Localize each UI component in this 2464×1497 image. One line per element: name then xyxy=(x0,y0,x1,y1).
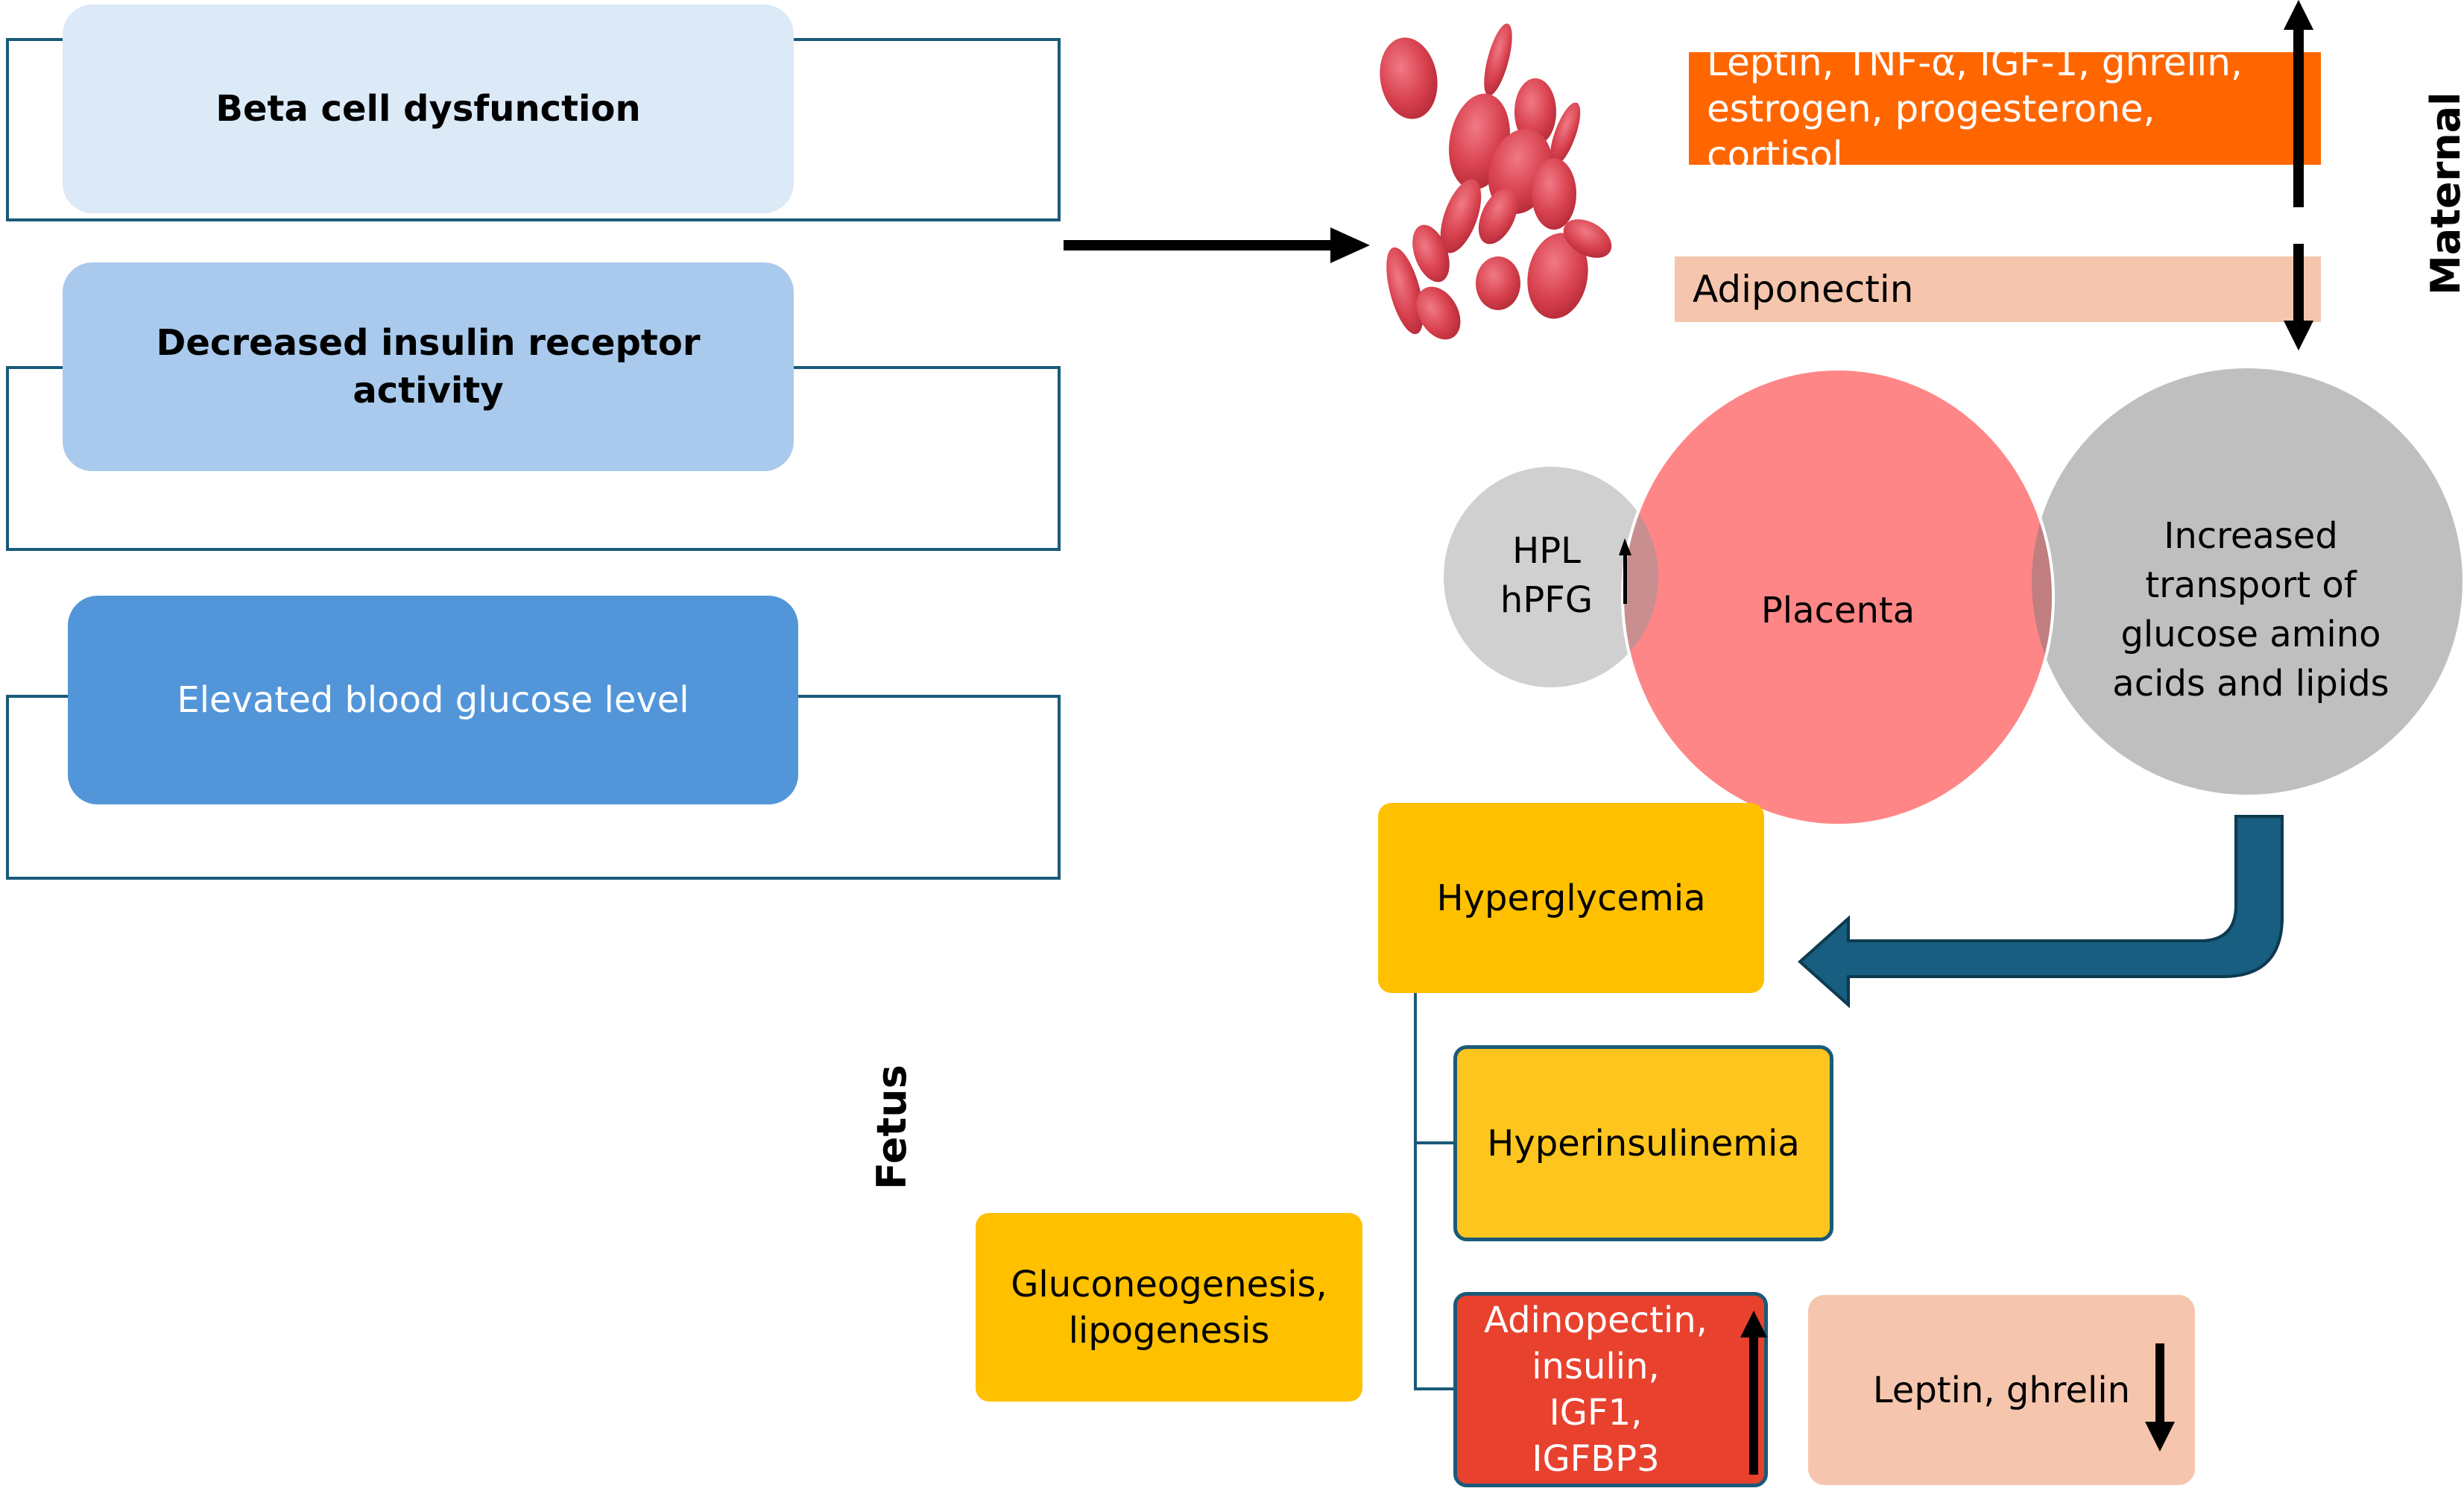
gluconeogenesis-label: Gluconeogenesis, lipogenesis xyxy=(1011,1263,1327,1352)
hpl-increase-arrow xyxy=(1619,538,1631,604)
blood-glucose-box: Elevated blood glucose level xyxy=(68,596,798,804)
fetal-decreased-box: Leptin, ghrelin xyxy=(1808,1295,2195,1485)
placenta-circle xyxy=(1623,369,2053,825)
hormone-circle-text: HPL hPFG xyxy=(1483,526,1610,625)
fetal-increased-box: Adinopectin, insulin, IGF1, IGFBP3 xyxy=(1453,1292,1768,1487)
hormone-circle xyxy=(1444,467,1658,687)
beta-cell-dysfunction-label: Beta cell dysfunction xyxy=(215,88,641,130)
fetal-decreased-label: Leptin, ghrelin xyxy=(1872,1369,2131,1411)
maternal-increased-hormones-box: Leptin, TNF-α, IGF-1, ghrelin, estrogen,… xyxy=(1689,41,2321,177)
arrow-to-blood-cells xyxy=(1064,227,1370,263)
gluconeogenesis-box: Gluconeogenesis, lipogenesis xyxy=(976,1213,1362,1402)
fetal-increase-arrow xyxy=(1740,1311,1767,1475)
blood-glucose-label: Elevated blood glucose level xyxy=(177,679,689,721)
beta-cell-dysfunction-box: Beta cell dysfunction xyxy=(63,4,794,213)
hyperglycemia-label: Hyperglycemia xyxy=(1436,877,1706,919)
fetal-decrease-arrow xyxy=(2145,1343,2175,1452)
fetus-tree-connector xyxy=(1414,993,1453,1390)
placenta-to-fetus-arrow xyxy=(1797,815,2284,1009)
transport-circle xyxy=(2032,368,2463,795)
maternal-label: Maternal xyxy=(2422,92,2464,295)
red-blood-cells-icon xyxy=(1380,23,1612,340)
insulin-receptor-label: Decreased insulin receptor activity xyxy=(156,322,701,412)
hyperglycemia-box: Hyperglycemia xyxy=(1378,803,1764,993)
insulin-receptor-box: Decreased insulin receptor activity xyxy=(63,262,794,471)
maternal-increased-hormones-label: Leptin, TNF-α, IGF-1, ghrelin, estrogen,… xyxy=(1707,40,2243,177)
hyperinsulinemia-label: Hyperinsulinemia xyxy=(1487,1122,1800,1164)
hpl-label: HPL xyxy=(1512,530,1581,572)
transport-label: Increased transport of glucose amino aci… xyxy=(2112,515,2389,705)
placenta-label: Placenta xyxy=(1760,590,1915,631)
maternal-decreased-hormones-label: Adiponectin xyxy=(1693,268,1914,311)
hpfg-label: hPFG xyxy=(1500,579,1593,621)
maternal-decreased-hormones-box: Adiponectin xyxy=(1675,256,2321,322)
fetal-increased-label: Adinopectin, insulin, IGF1, IGFBP3 xyxy=(1484,1299,1708,1480)
hyperinsulinemia-box: Hyperinsulinemia xyxy=(1453,1045,1833,1241)
fetus-label: Fetus xyxy=(868,1065,915,1190)
